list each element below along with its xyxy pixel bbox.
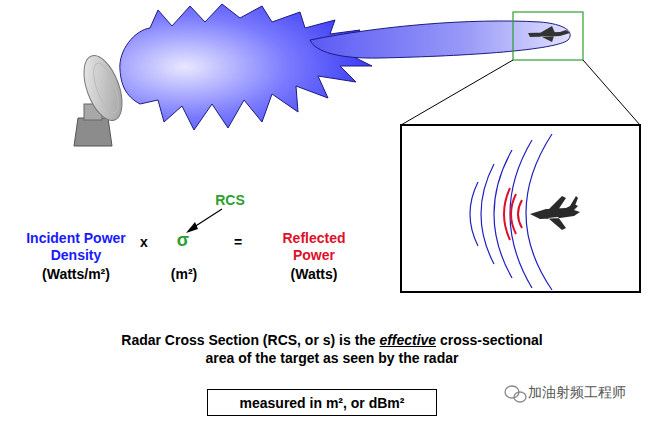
formula-label: RCS xyxy=(200,192,260,209)
watermark: 加油射频工程师 xyxy=(528,384,658,401)
zoom-panel xyxy=(401,125,640,292)
main-beam xyxy=(310,21,570,58)
zoom-line xyxy=(583,60,640,125)
formula-label: = xyxy=(228,234,248,251)
watermark-icon xyxy=(505,386,526,402)
formula-label: Incident Power Density xyxy=(18,230,134,264)
reflected-waves xyxy=(504,188,522,240)
zoom-box xyxy=(513,12,583,60)
radar-dish xyxy=(76,51,129,126)
definition-text: Radar Cross Section (RCS, or s) is the xyxy=(121,332,375,348)
formula-label: (Watts/m²) xyxy=(18,266,134,283)
radar-dish-rim xyxy=(89,60,124,115)
note-box: measured in m², or dBm² xyxy=(207,389,437,416)
antenna-pattern xyxy=(120,4,380,130)
formula-label: x xyxy=(134,234,154,251)
note-text: measured in m², or dBm² xyxy=(240,395,405,411)
radar-pedestal xyxy=(74,118,112,146)
formula-label: (Watts) xyxy=(266,266,362,283)
formula-label: Reflected Power xyxy=(266,230,362,264)
definition-text: Radar Cross Section (RCS, or s) is the e… xyxy=(112,331,552,367)
formula-label: σ xyxy=(170,232,196,249)
aircraft xyxy=(530,196,580,230)
formula-label: (m²) xyxy=(156,266,212,283)
zoom-line xyxy=(401,60,513,125)
aircraft-small xyxy=(528,26,570,42)
emphasis-text: effective xyxy=(380,332,437,348)
